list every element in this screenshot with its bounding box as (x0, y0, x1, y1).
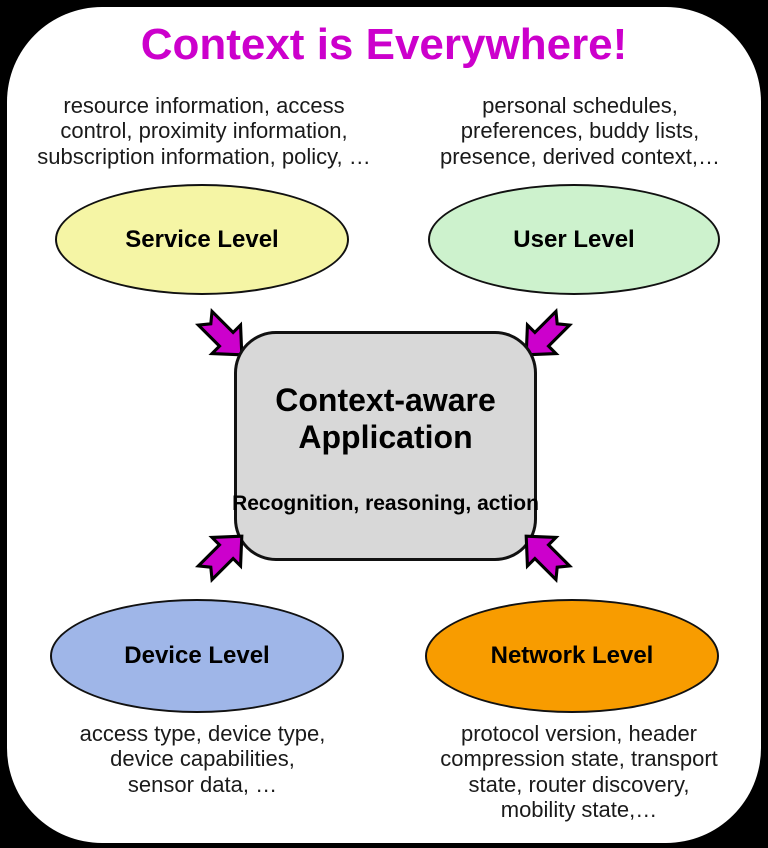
context-aware-application-box: Context-aware Application Recognition, r… (232, 331, 539, 561)
annotation-line: access type, device type, (79, 721, 326, 746)
app-box-title-line1: Context-aware (275, 382, 496, 418)
annotation-line: resource information, access (63, 93, 345, 118)
arrow-service-to-app-icon (194, 307, 244, 357)
arrow-network-to-app-icon (524, 534, 574, 584)
annotation-line: control, proximity information, (60, 118, 348, 144)
network-level-annotation: protocol version, header compression sta… (396, 721, 762, 822)
annotation-line: device capabilities, (110, 746, 295, 772)
annotation-line: mobility state,… (500, 796, 658, 822)
network-level-label: Network Level (490, 642, 654, 669)
user-level-label: User Level (513, 225, 635, 253)
user-level-node: User Level (428, 184, 720, 295)
device-level-label: Device Level (124, 642, 270, 669)
arrow-shape (194, 534, 244, 584)
arrow-shape (194, 307, 244, 357)
app-box-subtitle: Recognition, reasoning, action (232, 491, 539, 515)
arrow-device-to-app-icon (194, 534, 244, 584)
annotation-line: sensor data, … (127, 771, 278, 797)
user-level-annotation: personal schedules, preferences, buddy l… (398, 93, 762, 169)
arrow-shape (524, 534, 574, 584)
annotation-line: protocol version, header (460, 721, 698, 746)
device-level-node: Device Level (50, 599, 344, 713)
service-level-annotation: resource information, access control, pr… (8, 93, 400, 169)
app-box-title-line2: Application (298, 418, 473, 455)
arrow-user-to-app-icon (524, 307, 574, 357)
annotation-line: personal schedules, (482, 93, 678, 118)
annotation-line: subscription information, policy, … (37, 143, 371, 169)
annotation-line: preferences, buddy lists, (460, 118, 700, 144)
device-level-annotation: access type, device type, device capabil… (20, 721, 385, 797)
service-level-node: Service Level (55, 184, 349, 295)
arrow-shape (524, 307, 574, 357)
network-level-node: Network Level (425, 599, 719, 713)
page-title: Context is Everywhere! (140, 20, 628, 69)
annotation-line: state, router discovery, (468, 771, 690, 797)
service-level-label: Service Level (125, 225, 279, 253)
annotation-line: compression state, transport (440, 746, 718, 772)
annotation-line: presence, derived context,… (439, 143, 721, 169)
app-box-title: Context-aware Application (275, 382, 496, 456)
